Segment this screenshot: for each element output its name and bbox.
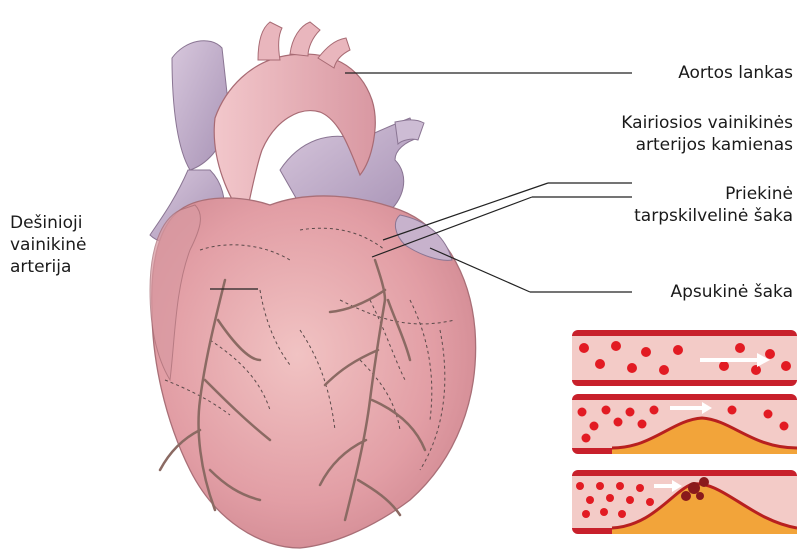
label-left-main-coronary: Kairiosios vainikinės arterijos kamienas [621,112,793,156]
artery-clot-icon [572,470,797,534]
label-circumflex: Apsukinė šaka [671,281,794,303]
artery-stages [572,320,797,540]
artery-healthy-icon [572,330,797,386]
artery-narrowed-icon [572,394,797,454]
leader-circumflex [430,248,530,292]
label-aortic-arch: Aortos lankas [678,62,793,84]
label-lad: Priekinė tarpskilvelinė šaka [634,183,793,227]
leader-left-main [383,183,548,240]
label-right-coronary: Dešinioji vainikinė arterija [10,212,87,278]
leader-lad [372,197,532,257]
